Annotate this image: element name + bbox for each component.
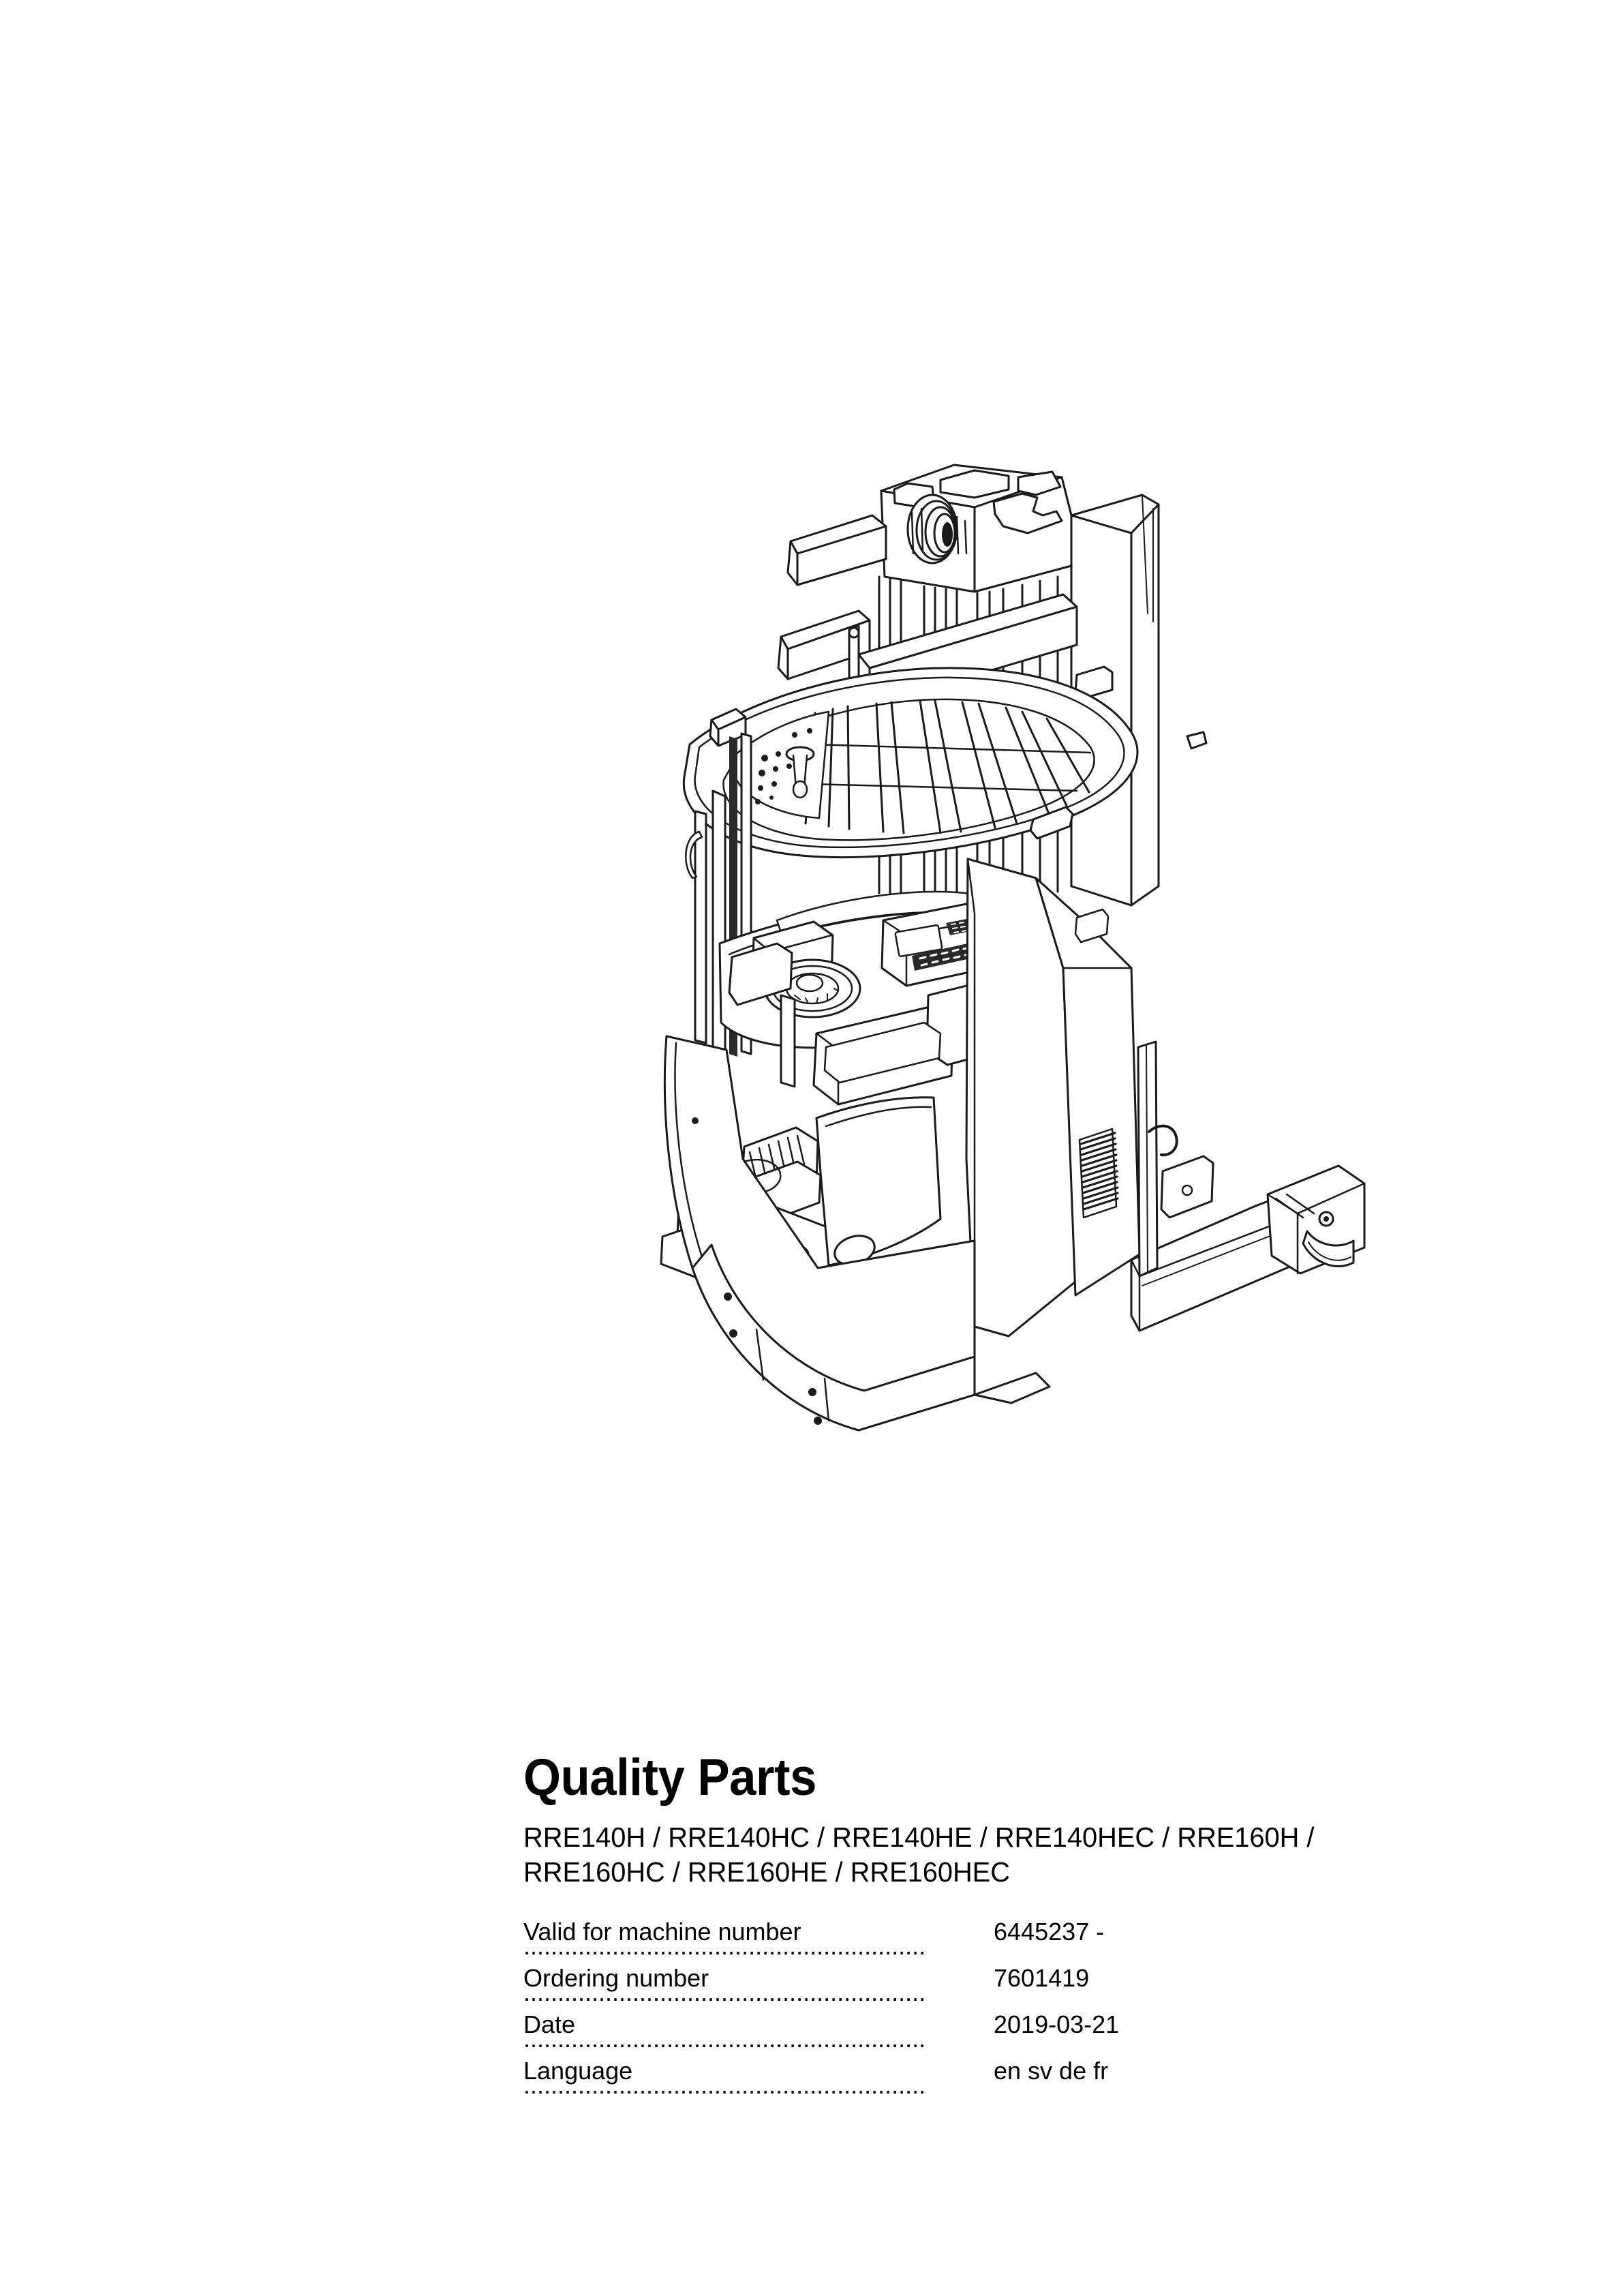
spec-value-date: 2019-03-21 <box>994 2010 1120 2038</box>
page-title: Quality Parts <box>523 1749 816 1807</box>
spec-table: ........................................… <box>523 1917 1443 2103</box>
spec-label-cell: ........................................… <box>523 1963 994 2010</box>
table-row: ........................................… <box>523 1917 1443 1964</box>
dot-leader: ........................................… <box>523 2024 926 2053</box>
spec-label-language: Language <box>523 2056 634 2085</box>
support-leg <box>1130 1040 1366 1332</box>
ventilation-grille <box>1078 1128 1119 1219</box>
spec-value-ordering-number: 7601419 <box>994 1963 1090 1992</box>
mast-head-assembly <box>786 464 1073 593</box>
model-list-line-1: RRE140H / RRE140HC / RRE140HE / RRE140HE… <box>523 1822 1315 1853</box>
spec-value-machine-number: 6445237 - <box>994 1917 1105 1946</box>
load-wheel <box>1302 1230 1355 1267</box>
table-row: ........................................… <box>523 2056 1443 2103</box>
table-row: ........................................… <box>523 2010 1443 2057</box>
spec-value-cell: 2019-03-21 <box>994 2010 1443 2057</box>
reach-truck-illustration <box>654 450 1377 1459</box>
spec-value-language: en sv de fr <box>994 2056 1109 2085</box>
table-row: ........................................… <box>523 1963 1443 2010</box>
spec-label-cell: ........................................… <box>523 1917 994 1964</box>
spec-label-date: Date <box>523 2010 577 2038</box>
spec-label-machine-number: Valid for machine number <box>523 1917 803 1946</box>
spec-value-cell: 6445237 - <box>994 1918 1443 1964</box>
model-list: RRE140H / RRE140HC / RRE140HE / RRE140HE… <box>523 1820 1442 1890</box>
spec-label-cell: ........................................… <box>523 2056 994 2103</box>
spec-value-cell: en sv de fr <box>994 2057 1443 2103</box>
spec-label-ordering-number: Ordering number <box>523 1963 711 1992</box>
model-list-line-2: RRE160HC / RRE160HE / RRE160HEC <box>523 1856 1010 1888</box>
overhead-guard-canopy <box>682 667 1139 859</box>
battery-compartment <box>815 1096 942 1267</box>
cover-text-block: Quality Parts RRE140H / RRE140HC / RRE14… <box>523 1752 1478 2103</box>
spec-label-cell: ........................................… <box>523 2010 994 2057</box>
spec-value-cell: 7601419 <box>994 1964 1443 2010</box>
chassis-body <box>663 858 1141 1432</box>
